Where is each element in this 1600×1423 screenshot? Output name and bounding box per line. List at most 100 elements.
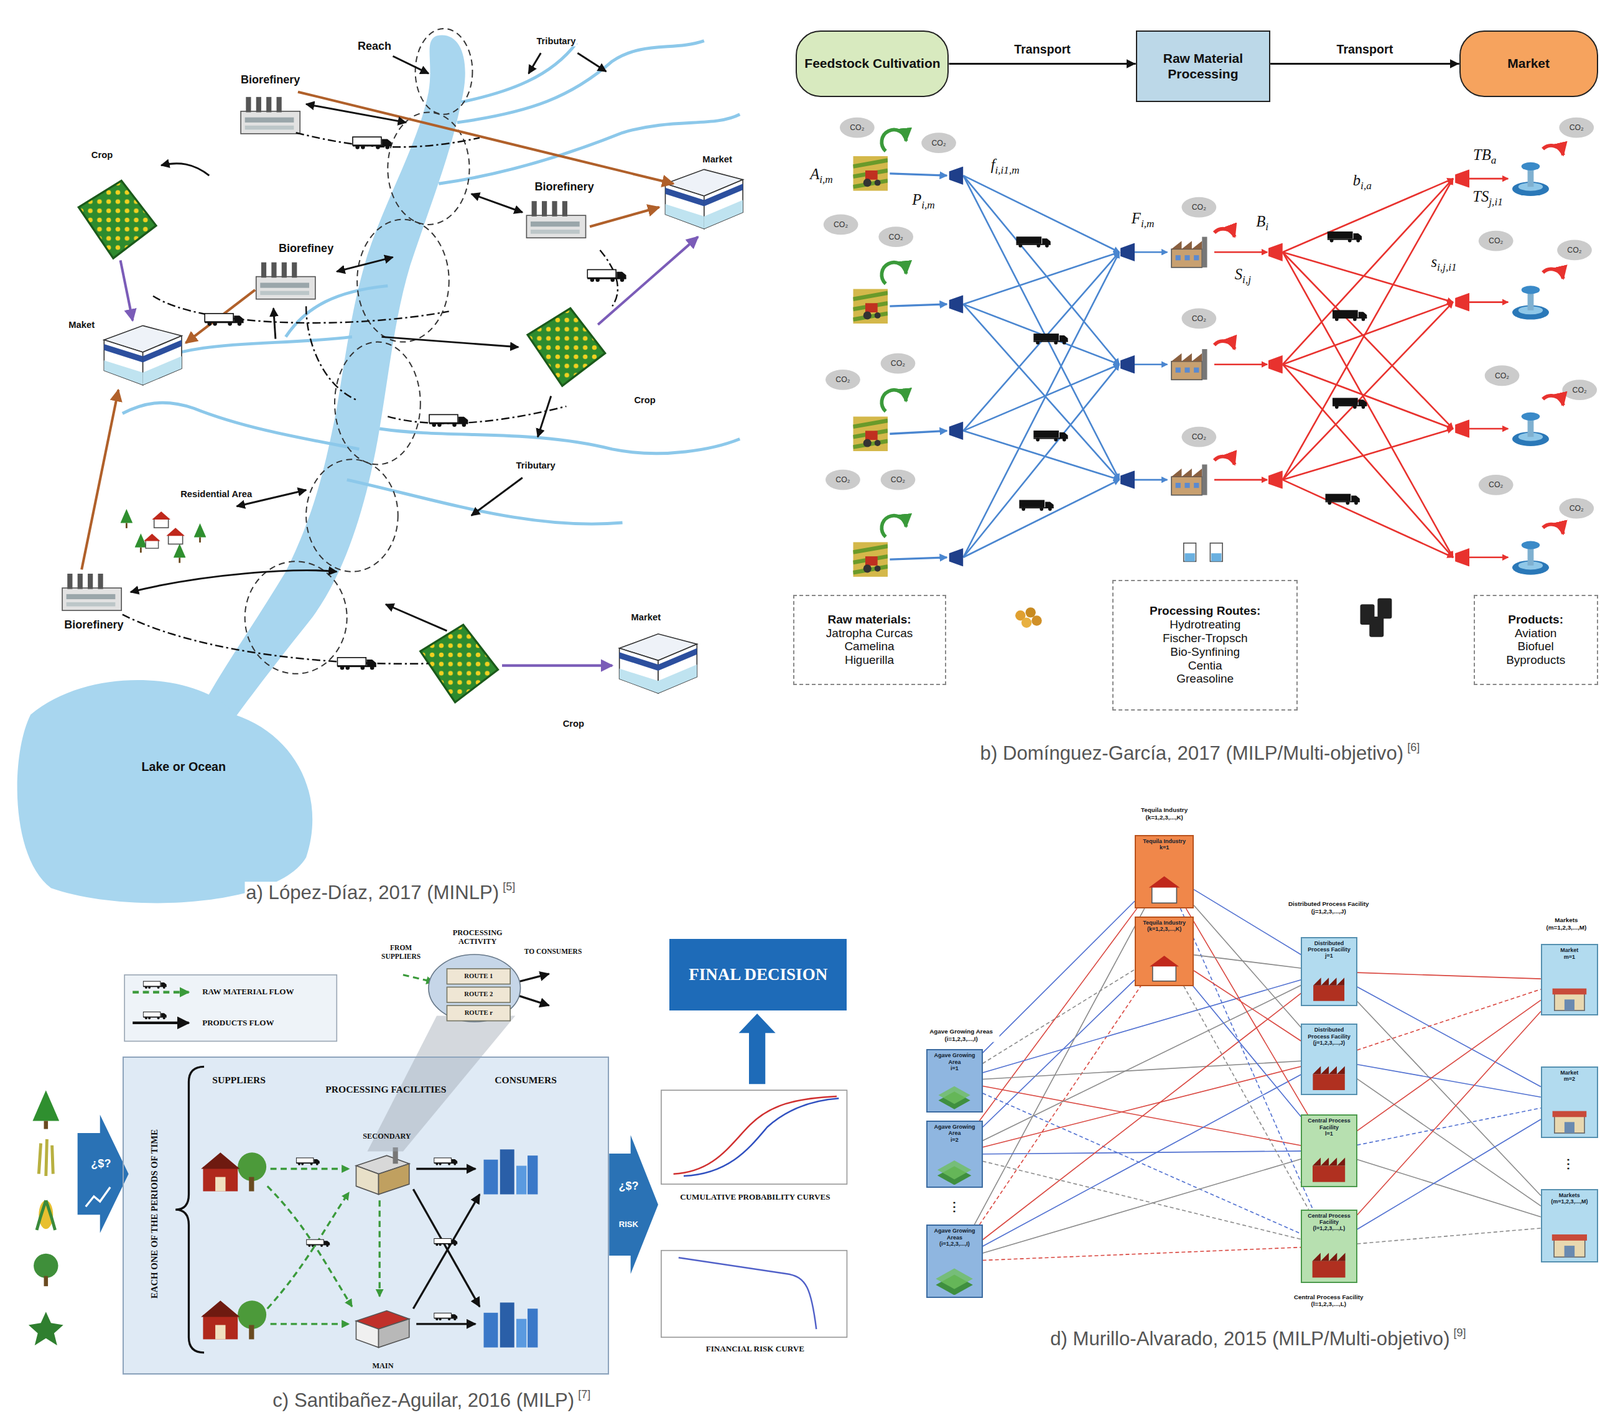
facility-icon	[928, 1264, 980, 1296]
panel-b-network-part-part	[881, 262, 906, 284]
flow-line	[982, 979, 1135, 1128]
node-text: Hydrotreating	[1169, 617, 1241, 632]
panel-a-map-part-part	[306, 459, 399, 572]
panel-c-scheme-part-part	[267, 1185, 353, 1307]
panel-c-scheme-part	[36, 1200, 56, 1230]
panel-a-map-part	[420, 624, 499, 703]
panel-a-map-part	[337, 657, 376, 670]
panel-b-network-part	[1512, 541, 1549, 575]
flow-line	[982, 900, 1135, 1053]
flow-line	[1357, 986, 1541, 1087]
panel-a-map-part-part	[381, 336, 519, 347]
variable-label: bi,a	[1351, 171, 1373, 193]
panel-b-network-part	[852, 288, 888, 324]
panel-b-network-part-part	[1134, 363, 1168, 366]
panel-b-network-part-part	[1282, 178, 1454, 480]
panel-heading: SECONDARY	[340, 1131, 433, 1141]
facility-icon	[928, 1082, 980, 1110]
panel-b-network-part-part	[1558, 117, 1594, 139]
panel-b-network-part-part	[962, 175, 1120, 252]
panel-b-network-part-part	[962, 175, 1120, 365]
panel-b-network-part-part	[889, 173, 947, 176]
panel-b-network-part-part	[1181, 307, 1217, 329]
node-text: Raw Material Processing	[1143, 51, 1264, 81]
node-text: Processing Routes:	[1149, 604, 1261, 618]
panel-b-network-part-part	[1469, 556, 1508, 559]
node-text: Byproducts	[1506, 653, 1566, 667]
facility-box: Marketm=2	[1540, 1066, 1599, 1138]
panel-a-map-part-part	[153, 296, 450, 323]
panel-a-map-part-part	[273, 307, 276, 339]
facility-icon	[1303, 973, 1355, 1003]
map-label: Biorefinery	[533, 180, 595, 194]
panel-a-map-part	[151, 511, 171, 528]
variable-label: si,j,i1	[1429, 253, 1458, 274]
node-text: Greasoline	[1176, 671, 1234, 686]
panel-c-scheme-part	[446, 1005, 511, 1021]
panel-heading: PROCESSING FACILITIES	[324, 1083, 448, 1095]
emission-label: CO₂	[1571, 385, 1589, 395]
flow-line	[982, 1074, 1302, 1247]
edge-label: Transport	[1335, 41, 1395, 56]
panel-b-network-part-part	[881, 130, 906, 152]
panel-a-map-part	[352, 136, 392, 150]
panel-b-network-part-part	[1282, 364, 1454, 429]
panel-c-scheme-part-part	[267, 1191, 349, 1309]
panel-a-map-part	[194, 523, 207, 543]
panel-a-map-part	[173, 543, 187, 563]
facility-icon	[1303, 1061, 1355, 1092]
panel-c-scheme-part	[143, 1011, 167, 1019]
panel-a-map-part	[134, 533, 148, 553]
panel-b-network-part	[1455, 293, 1470, 312]
panel-b-network-part-part	[1214, 251, 1268, 254]
map-label: Crop	[90, 149, 114, 161]
facility-box: Agave Growing Areai=1	[926, 1048, 983, 1113]
panel-b-network-part-part	[1181, 197, 1217, 218]
facility-icon	[1303, 1248, 1355, 1280]
panel-b-network-part-part	[1469, 427, 1508, 430]
map-label: Biorefinery	[239, 73, 302, 87]
facility-icon	[1543, 1227, 1596, 1260]
panel-c-scheme-part	[267, 974, 434, 1324]
node-text: Raw materials:	[827, 612, 911, 627]
panel-b-network-part	[1512, 285, 1549, 320]
panel-a-map-part-part	[130, 570, 337, 593]
panel-a-map-part	[103, 325, 182, 385]
panel-c-scheme-part	[85, 1186, 111, 1207]
emission-label: CO₂	[889, 475, 907, 484]
panel-b-network-part-part	[1469, 301, 1508, 303]
subscript: i,m	[1140, 217, 1155, 229]
panel-a-map-part	[62, 573, 122, 611]
panel-c-scheme-part-part	[270, 1322, 349, 1325]
panel-b-network-part	[948, 294, 963, 314]
panel-heading: EACH ONE OF THE PERIODS OF TIME	[149, 1129, 160, 1299]
panel-a-map-part	[122, 132, 618, 664]
list-box: Products:AviationBiofuelByproducts	[1473, 594, 1599, 685]
node-text: Market	[1507, 55, 1550, 71]
facility-box: Marketm=1	[1540, 943, 1599, 1016]
panel-c-scheme-part	[661, 1089, 848, 1184]
emission-label: CO₂	[834, 375, 852, 384]
panel-c-scheme-part	[306, 1239, 330, 1247]
panel-c-scheme-part	[355, 1310, 409, 1348]
facility-icon	[928, 1156, 980, 1185]
panel-c-scheme-part	[143, 981, 167, 989]
map-label: Crop	[632, 395, 657, 406]
panel-b-network-part-part	[1542, 395, 1564, 405]
panel-b-network-part	[1332, 397, 1367, 409]
reference-number: [7]	[576, 1387, 592, 1401]
transport-arrow	[948, 62, 1136, 65]
variable-label: TBa	[1471, 146, 1498, 167]
panel-b-network-part	[852, 416, 888, 452]
map-label: Distributed Process Facility (j=1,2,3,..…	[1286, 900, 1371, 915]
flow-line	[982, 985, 1302, 1141]
flow-line	[982, 1247, 1302, 1261]
panel-b-network-part-part	[1282, 251, 1454, 302]
panel-b-network-part-part	[1181, 426, 1217, 448]
node-text: Tequila Industry	[1142, 919, 1186, 926]
emission-label: CO₂	[1568, 503, 1586, 513]
panel-b-network-part-part	[1557, 240, 1592, 261]
flow-line	[974, 908, 1145, 1225]
panel-b-network-part-part	[1282, 428, 1454, 480]
